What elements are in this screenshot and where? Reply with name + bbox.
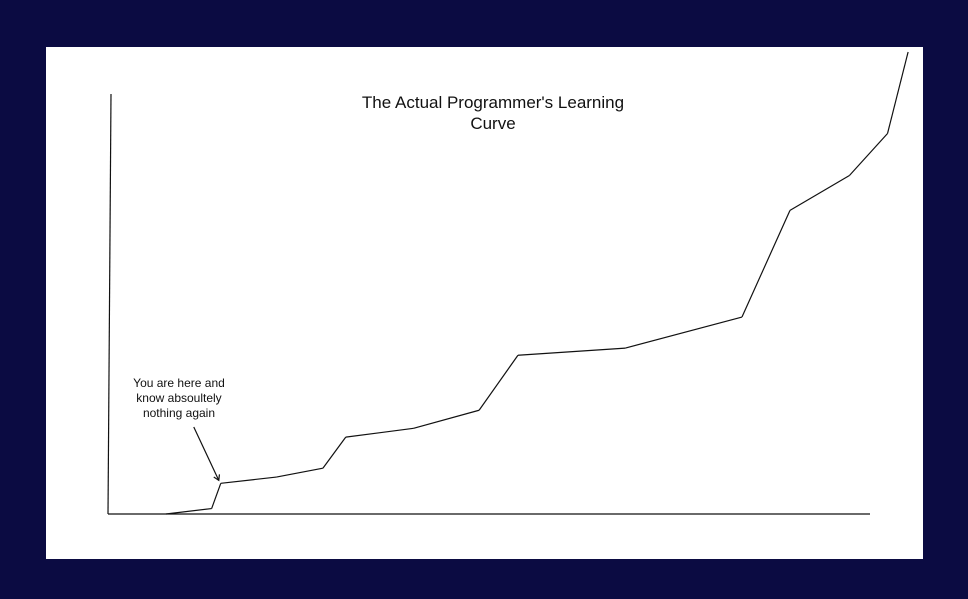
learning-curve-series [165,51,909,515]
chart-title-line-2: Curve [470,114,515,133]
annotation-arrow-group [193,426,221,482]
curve-segment [478,354,519,411]
curve-segment [741,210,791,318]
curve-segment [165,507,212,515]
annotation-line-2: know absoultely [136,391,221,405]
curve-segment [211,483,222,509]
curve-segment [625,316,743,349]
curve-segment [886,51,909,134]
learning-curve-chart: The Actual Programmer's Learning Curve Y… [107,51,909,515]
annotation-line-3: nothing again [143,406,215,420]
curve-segment [789,174,850,211]
curve-segment [413,409,480,429]
curve-segment [220,476,277,484]
curve-segment [276,467,323,478]
curve-segment [517,347,626,356]
curve-segment [345,427,414,438]
curve-segment [322,436,347,469]
annotation-line-1: You are here and [133,376,225,390]
y-axis [107,93,112,515]
annotation-arrow [193,426,220,481]
annotation-arrowhead [213,474,221,482]
chart-panel: The Actual Programmer's Learning Curve Y… [46,47,923,559]
curve-segment [848,133,888,176]
chart-title-line-1: The Actual Programmer's Learning [362,93,624,112]
